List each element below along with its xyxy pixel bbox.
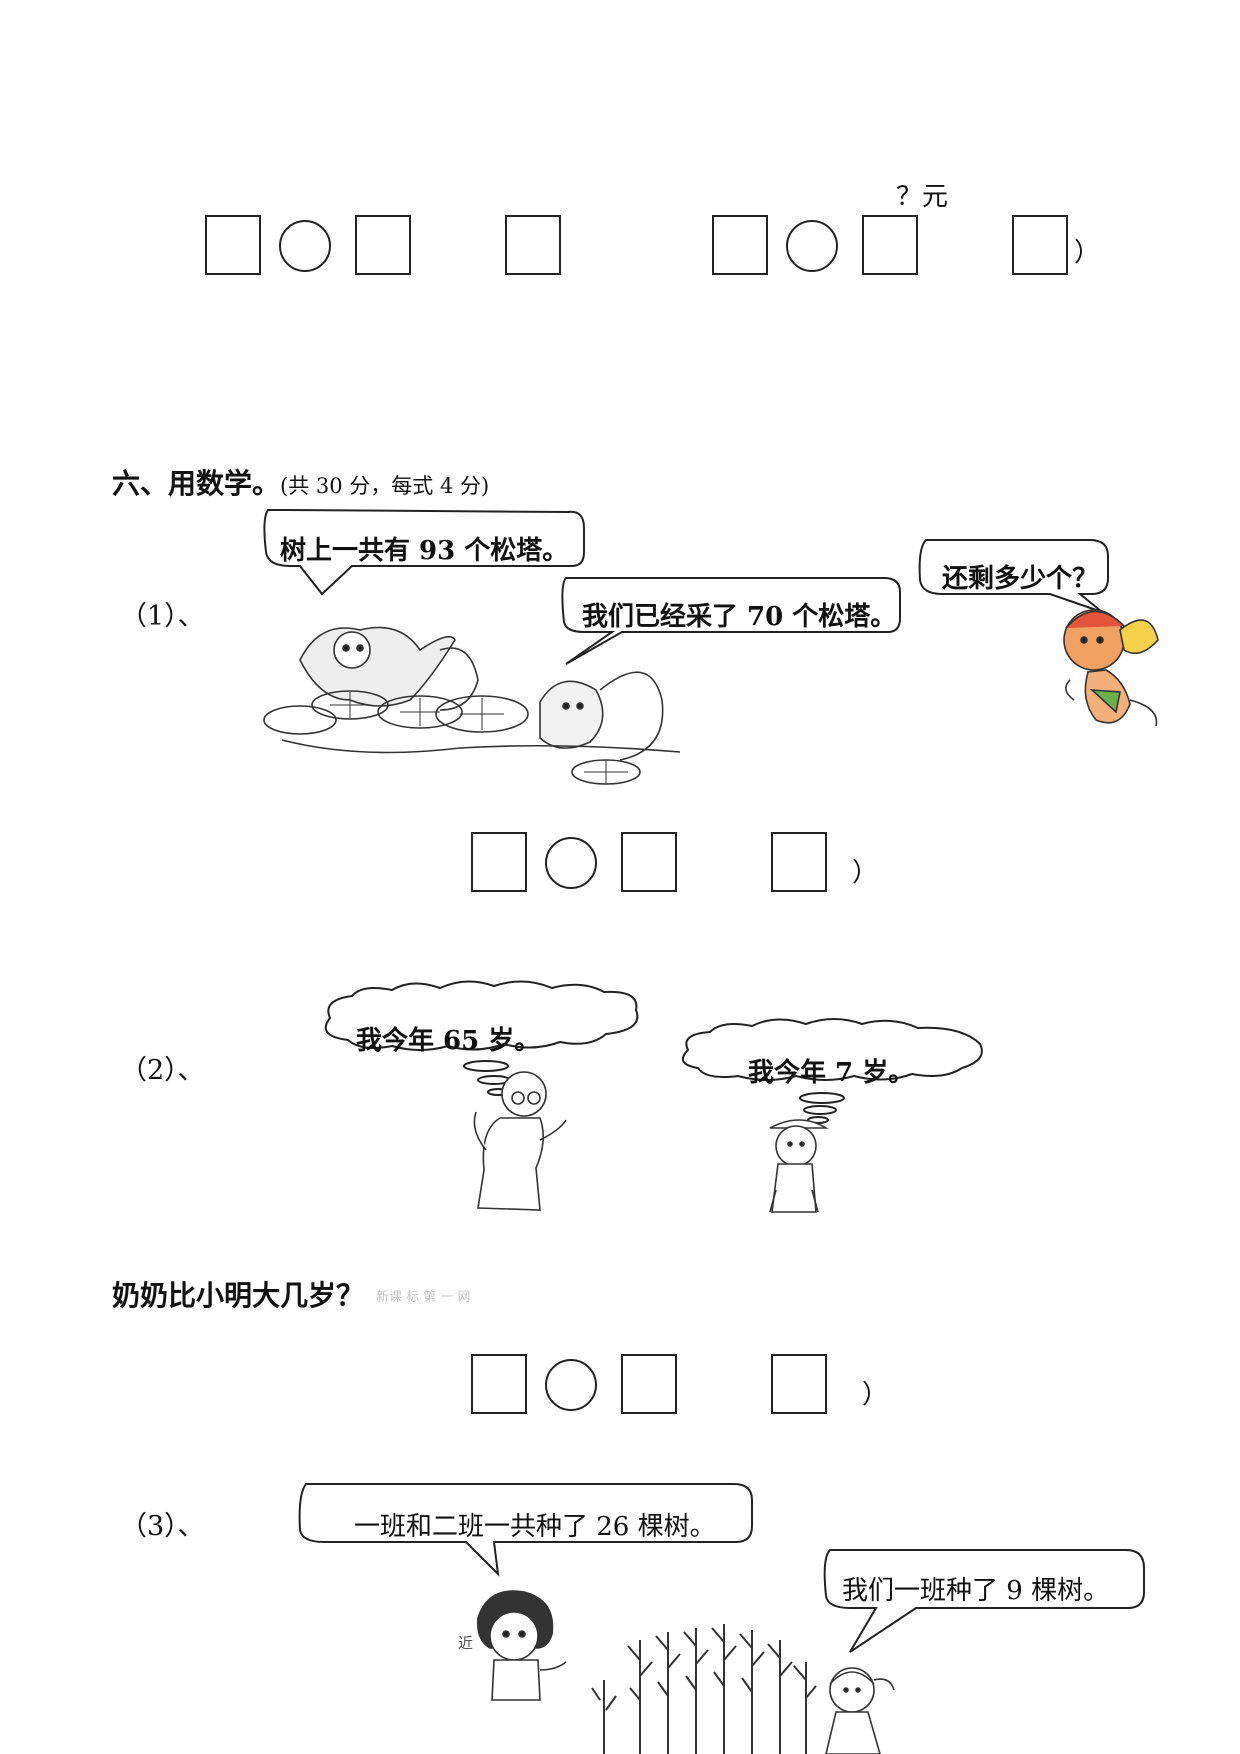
stray-char: 近 [458, 1634, 474, 1652]
bubble-text: 我们已经采了 70 个松塔。 [582, 602, 897, 632]
answer-box[interactable] [471, 832, 527, 892]
answer-box[interactable] [355, 215, 411, 275]
answer-box[interactable] [862, 215, 918, 275]
fairy-illustration [1063, 609, 1159, 727]
operator-circle[interactable] [786, 220, 838, 272]
girl-illustration [825, 1667, 895, 1754]
bubble-text: 树上一共有 93 个松塔。 [280, 536, 569, 566]
speech-bubble [918, 539, 1109, 613]
section-note: (共 30 分，每式 4 分) [280, 474, 490, 498]
answer-box[interactable] [505, 215, 561, 275]
thought-cloud [324, 980, 639, 1051]
bubble-text: 我今年 65 岁。 [356, 1026, 541, 1056]
question-label: 奶奶比小明大几岁？ [112, 1279, 365, 1312]
price-label: ？元 [896, 182, 949, 212]
grandma-illustration [473, 1071, 567, 1211]
section-title: 六、用数学。(共 30 分，每式 4 分) [112, 462, 489, 502]
unit-paren: ） [852, 858, 879, 888]
operator-circle[interactable] [279, 220, 331, 272]
unit-paren: ） [862, 1380, 889, 1410]
speech-bubble [823, 1549, 1145, 1653]
problem-label: （2）、 [120, 1055, 205, 1086]
answer-box[interactable] [621, 1354, 677, 1414]
watermark-text: 新课 标 第 一 网 [376, 1290, 471, 1305]
question-text: 奶奶比小明大几岁？ [112, 1274, 364, 1314]
bubble-text: 一班和二班一共种了 26 棵树。 [354, 1512, 716, 1542]
speech-bubble [298, 1483, 753, 1577]
bubble-text: 我今年 7 岁。 [748, 1058, 915, 1088]
speech-bubble [263, 509, 585, 596]
problem-label: （1）、 [120, 601, 205, 632]
operator-circle[interactable] [545, 1359, 597, 1411]
unit-paren: ） [1074, 238, 1101, 268]
answer-box[interactable] [1012, 215, 1068, 275]
answer-box[interactable] [621, 832, 677, 892]
thought-cloud [681, 1018, 983, 1081]
answer-box[interactable] [712, 215, 768, 275]
answer-box[interactable] [771, 832, 827, 892]
answer-box[interactable] [205, 215, 261, 275]
answer-box[interactable] [771, 1354, 827, 1414]
section-title-text: 六、用数学。 [112, 467, 281, 500]
boy-illustration [476, 1590, 567, 1701]
bubble-text: 我们一班种了 9 棵树。 [842, 1576, 1110, 1606]
problem-label: （3）、 [120, 1511, 205, 1542]
operator-circle[interactable] [545, 837, 597, 889]
bubble-text: 还剩多少个？ [942, 564, 1099, 594]
boy-illustration [769, 1119, 829, 1213]
speech-bubble [561, 577, 901, 665]
answer-box[interactable] [471, 1354, 527, 1414]
trees-illustration [591, 1624, 817, 1754]
squirrel-illustration [263, 626, 681, 785]
